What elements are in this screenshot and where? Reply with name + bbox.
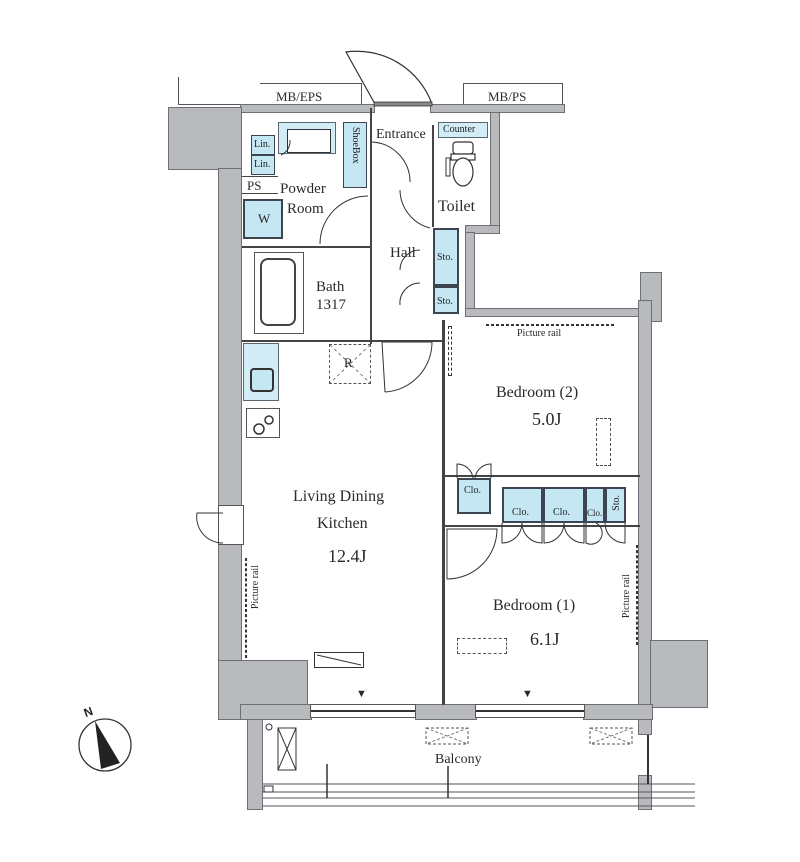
- picture-rail-bedroom1: [636, 545, 638, 645]
- counter-label: Counter: [443, 124, 476, 135]
- bedroom1-ac-unit: [457, 638, 507, 654]
- picture-rail-ldk: [245, 558, 247, 658]
- partition-ldk-bedroom: [442, 320, 445, 705]
- storage-label-2: Sto.: [437, 296, 453, 307]
- wall-upper-left-block: [168, 107, 242, 170]
- picture-rail-bedroom2: [486, 324, 614, 326]
- mb-eps-label: MB/EPS: [276, 89, 323, 104]
- upper-left-outline: [178, 77, 260, 105]
- wall-toilet-bottom: [465, 225, 500, 234]
- north-compass: N: [76, 704, 136, 775]
- linen-label-1: Lin.: [254, 139, 271, 150]
- wall-right-bottom-block: [650, 640, 708, 708]
- bedroom1-closet-b: Clo.: [543, 487, 585, 523]
- refrigerator-space: R: [329, 344, 371, 384]
- partition-toilet-left: [432, 125, 434, 227]
- bedroom1-storage: Sto.: [605, 487, 626, 523]
- bathtub: [254, 252, 304, 334]
- picture-rail-bedroom2-label: Picture rail: [517, 328, 562, 339]
- left-window: [218, 505, 244, 545]
- partition-ps-line: [242, 176, 278, 177]
- balcony-label: Balcony: [435, 752, 482, 767]
- compass-arrow-icon: [78, 718, 132, 772]
- bedroom2-ac-unit: [596, 418, 611, 466]
- bath-label: Bath: [316, 279, 345, 295]
- shoebox-cabinet: ShoeBox: [343, 122, 367, 188]
- left-window-swing: [196, 512, 224, 544]
- hall-storage-2: Sto.: [433, 286, 459, 314]
- bedroom2-closet: Clo.: [457, 478, 491, 514]
- toilet-bowl-icon: [445, 141, 476, 187]
- kitchen-sink: [243, 343, 279, 401]
- bedroom2-area-label: 5.0J: [532, 409, 562, 429]
- closet-b1-a-label: Clo.: [512, 507, 529, 518]
- powder-room-label-1: Powder: [280, 181, 326, 197]
- closet-b1-c-label: Clo.: [587, 508, 603, 518]
- hall-label: Hall: [390, 245, 416, 261]
- partition-bedrooms: [445, 475, 640, 477]
- powder-room-label-2: Room: [287, 201, 324, 217]
- bedroom1-closet-c: Clo.: [585, 487, 605, 523]
- ldk-window: [310, 704, 416, 718]
- bedroom2-label: Bedroom (2): [496, 384, 579, 401]
- entrance-label: Entrance: [376, 127, 426, 142]
- partition-bath-hall: [370, 108, 372, 344]
- closet-b1-doors: [501, 522, 626, 545]
- ldk-window-marker-icon: ▼: [356, 688, 367, 700]
- entrance-door-swing: [345, 50, 433, 107]
- closet-b1-b-label: Clo.: [553, 507, 570, 518]
- washing-machine-space: W: [243, 199, 283, 239]
- partition-kitchen-top: [242, 340, 442, 342]
- bedroom1-label: Bedroom (1): [493, 597, 576, 614]
- linen-cabinet-2: Lin.: [251, 155, 275, 175]
- mb-ps-label: MB/PS: [488, 89, 527, 104]
- storage-label-1: Sto.: [437, 252, 453, 263]
- partition-ps-line2: [242, 193, 278, 194]
- linen-cabinet-1: Lin.: [251, 135, 275, 155]
- ldk-ac-unit: [314, 652, 364, 668]
- bedroom2-door-rail: [448, 326, 452, 376]
- ps-label: PS: [247, 178, 262, 193]
- ldk-area-label: 12.4J: [328, 546, 367, 566]
- wall-left-main: [218, 168, 242, 508]
- bedroom1-window: [475, 704, 585, 718]
- bedroom1-area-label: 6.1J: [530, 629, 560, 649]
- bedroom1-closet-a: Clo.: [502, 487, 543, 523]
- closet-b2-label: Clo.: [464, 485, 481, 496]
- toilet-label: Toilet: [438, 198, 476, 215]
- ldk-label-1: Living Dining: [293, 488, 385, 505]
- mb-ps-shaft: [463, 83, 563, 105]
- closet-b2-doors: [456, 463, 492, 479]
- bath-size-label: 1317: [316, 297, 346, 313]
- washer-label: W: [258, 211, 271, 226]
- bedroom1-door-swing: [446, 528, 498, 580]
- partition-powder-bottom: [242, 246, 372, 248]
- shoebox-label: ShoeBox: [350, 127, 361, 164]
- stove-burner-icon: [253, 415, 274, 435]
- ldk-label-2: Kitchen: [317, 515, 368, 532]
- hall-storage-1: Sto.: [433, 228, 459, 286]
- refrigerator-label: R: [344, 355, 353, 370]
- kitchen-stove: [246, 408, 280, 438]
- counter: Counter: [438, 122, 488, 138]
- linen-label-2: Lin.: [254, 159, 271, 170]
- bedroom1-window-marker-icon: ▼: [522, 688, 533, 700]
